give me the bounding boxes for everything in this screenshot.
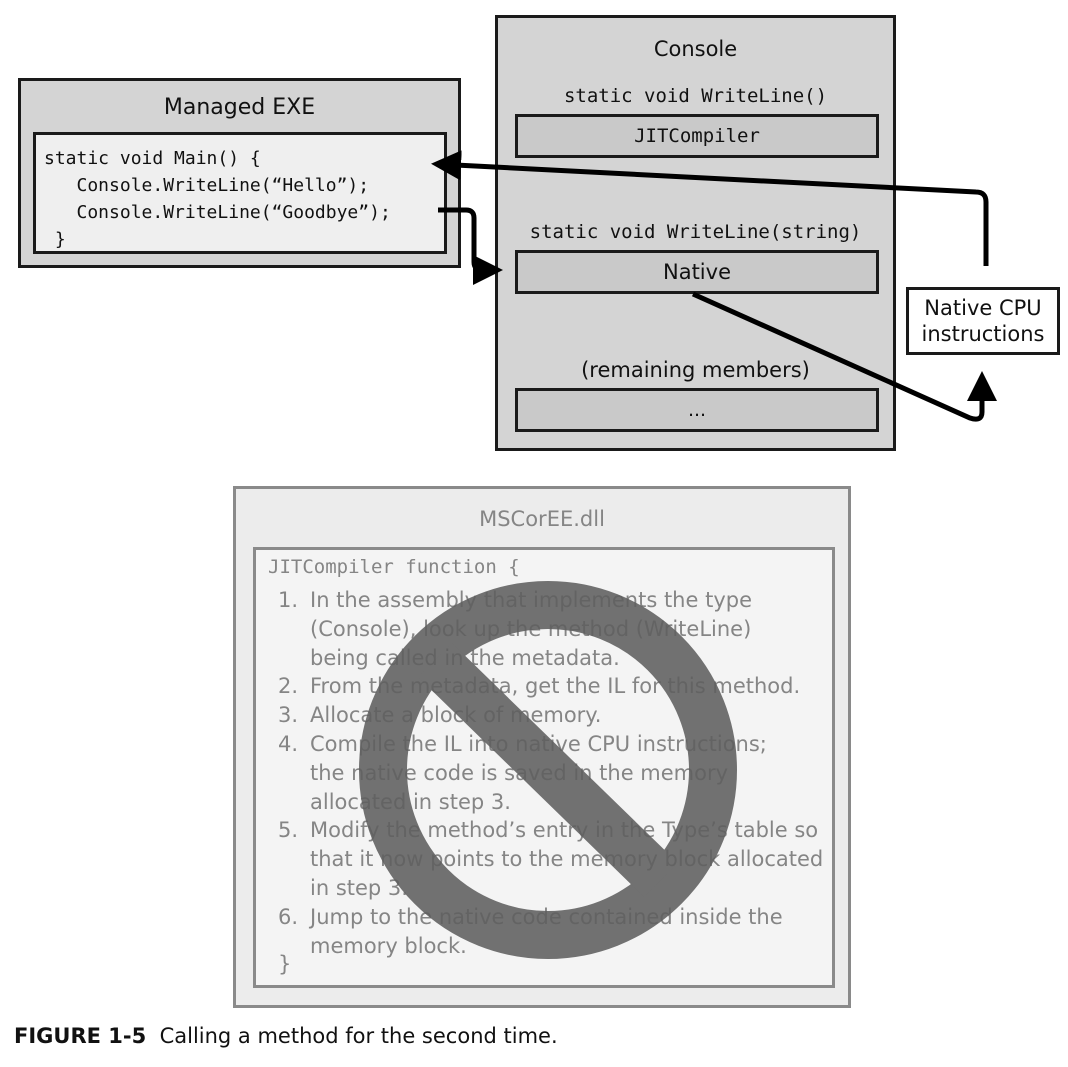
jitcompiler-steps: 1.In the assembly that implements the ty… [278, 586, 823, 960]
native-cpu-box: Native CPU instructions [906, 287, 1060, 355]
return-arrow [431, 150, 989, 266]
jitcompiler-function-header: JITCompiler function { [268, 556, 520, 578]
console-type-box: Console static void WriteLine() JITCompi… [495, 15, 896, 451]
writeline-noarg-slot: JITCompiler [515, 114, 879, 158]
jit-step: 1.In the assembly that implements the ty… [278, 588, 752, 670]
figure-caption: FIGURE 1-5 Calling a method for the seco… [14, 1024, 558, 1048]
main-method-code: static void Main() { Console.WriteLine(“… [33, 132, 447, 254]
mscoree-box: MSCorEE.dll JITCompiler function { 1.In … [233, 486, 851, 1008]
call-arrow [438, 207, 503, 285]
figure-label: FIGURE 1-5 [14, 1024, 147, 1048]
jitcompiler-function-box: JITCompiler function { 1.In the assembly… [253, 547, 835, 988]
mscoree-title: MSCorEE.dll [479, 507, 605, 531]
remaining-members-label: (remaining members) [581, 358, 810, 382]
native-cpu-label: Native CPU instructions [921, 296, 1045, 346]
writeline-noarg-signature: static void WriteLine() [563, 85, 828, 107]
managed-exe-box: Managed EXE static void Main() { Console… [18, 78, 461, 268]
managed-exe-title: Managed EXE [163, 95, 316, 120]
writeline-string-signature: static void WriteLine(string) [529, 221, 862, 243]
remaining-members-slot: ... [515, 388, 879, 432]
figure-caption-text: Calling a method for the second time. [159, 1024, 558, 1048]
prohibition-icon [359, 581, 737, 959]
writeline-string-slot: Native [515, 250, 879, 294]
native-to-cpu-arrow [691, 291, 997, 422]
jitcompiler-function-close: } [278, 952, 292, 976]
console-title: Console [653, 37, 738, 61]
